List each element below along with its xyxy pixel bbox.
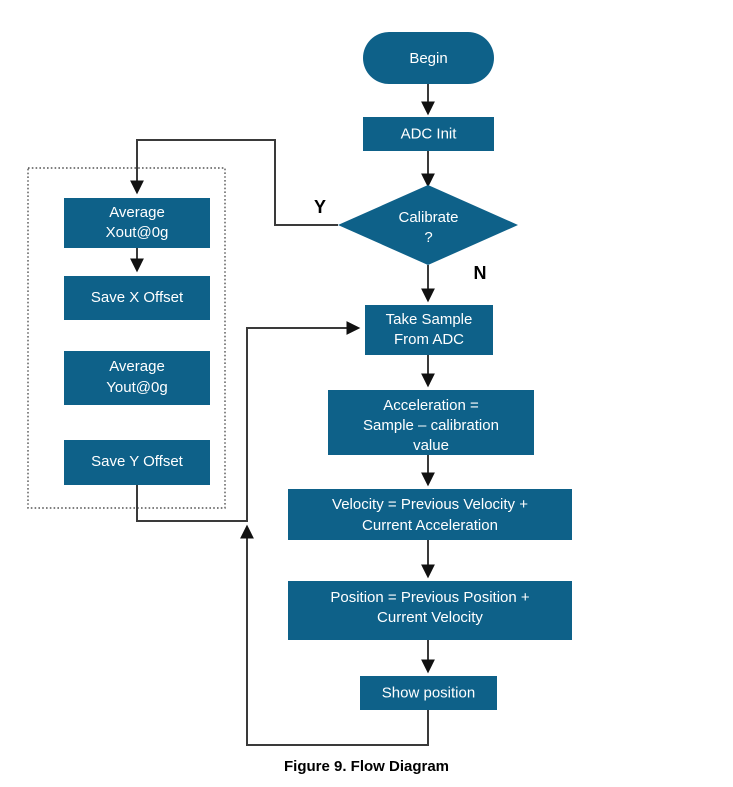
- node-show-position[interactable]: Show position: [360, 676, 497, 710]
- node-save-x-offset[interactable]: Save X Offset: [64, 276, 210, 320]
- node-acceleration-label-line2: Sample – calibration: [363, 417, 499, 434]
- node-begin[interactable]: Begin: [363, 32, 494, 84]
- node-adc-init-label: ADC Init: [401, 125, 458, 142]
- node-calibrate-decision[interactable]: Calibrate ?: [338, 185, 518, 265]
- node-average-yout[interactable]: Average Yout@0g: [64, 351, 210, 405]
- node-show-position-label: Show position: [382, 684, 475, 701]
- node-position[interactable]: Position = Previous Position + Current V…: [288, 581, 572, 640]
- node-velocity[interactable]: Velocity = Previous Velocity + Current A…: [288, 489, 572, 540]
- node-take-sample-label-line2: From ADC: [394, 331, 464, 348]
- branch-label-yes: Y: [314, 197, 326, 217]
- node-begin-label: Begin: [409, 50, 447, 67]
- connector-show-position-to-take-sample: [240, 524, 429, 746]
- node-adc-init[interactable]: ADC Init: [363, 117, 494, 151]
- node-velocity-label-line2: Current Acceleration: [362, 517, 498, 534]
- node-velocity-label-line1: Velocity = Previous Velocity +: [332, 496, 528, 513]
- node-average-xout-label-line2: Xout@0g: [106, 224, 169, 241]
- node-average-yout-label-line1: Average: [109, 358, 165, 375]
- figure-caption: Figure 9. Flow Diagram: [283, 758, 450, 775]
- node-save-x-offset-label: Save X Offset: [91, 289, 184, 306]
- node-position-label-line1: Position = Previous Position +: [330, 589, 530, 606]
- node-calibrate-label-line2: ?: [424, 229, 432, 246]
- node-save-y-offset-label: Save Y Offset: [91, 453, 184, 470]
- connector-save-y-offset-to-take-sample: [136, 321, 361, 522]
- node-average-yout-label-line2: Yout@0g: [106, 379, 167, 396]
- branch-label-no: N: [474, 263, 487, 283]
- flowchart-canvas: Begin ADC Init Calibrate ? Y N Average X…: [27, 32, 572, 746]
- connector-calibrate-yes-to-average-xout: [130, 139, 338, 226]
- node-take-sample-label-line1: Take Sample: [386, 311, 473, 328]
- node-acceleration-label-line3: value: [413, 437, 449, 454]
- node-save-y-offset[interactable]: Save Y Offset: [64, 440, 210, 485]
- node-average-xout[interactable]: Average Xout@0g: [64, 198, 210, 248]
- node-calibrate-label-line1: Calibrate: [398, 209, 458, 226]
- node-acceleration[interactable]: Acceleration = Sample – calibration valu…: [328, 390, 534, 455]
- node-position-label-line2: Current Velocity: [377, 609, 483, 626]
- calibration-group-outline: [27, 167, 226, 509]
- node-acceleration-label-line1: Acceleration =: [383, 397, 479, 414]
- node-take-sample[interactable]: Take Sample From ADC: [365, 305, 493, 355]
- node-average-xout-label-line1: Average: [109, 204, 165, 221]
